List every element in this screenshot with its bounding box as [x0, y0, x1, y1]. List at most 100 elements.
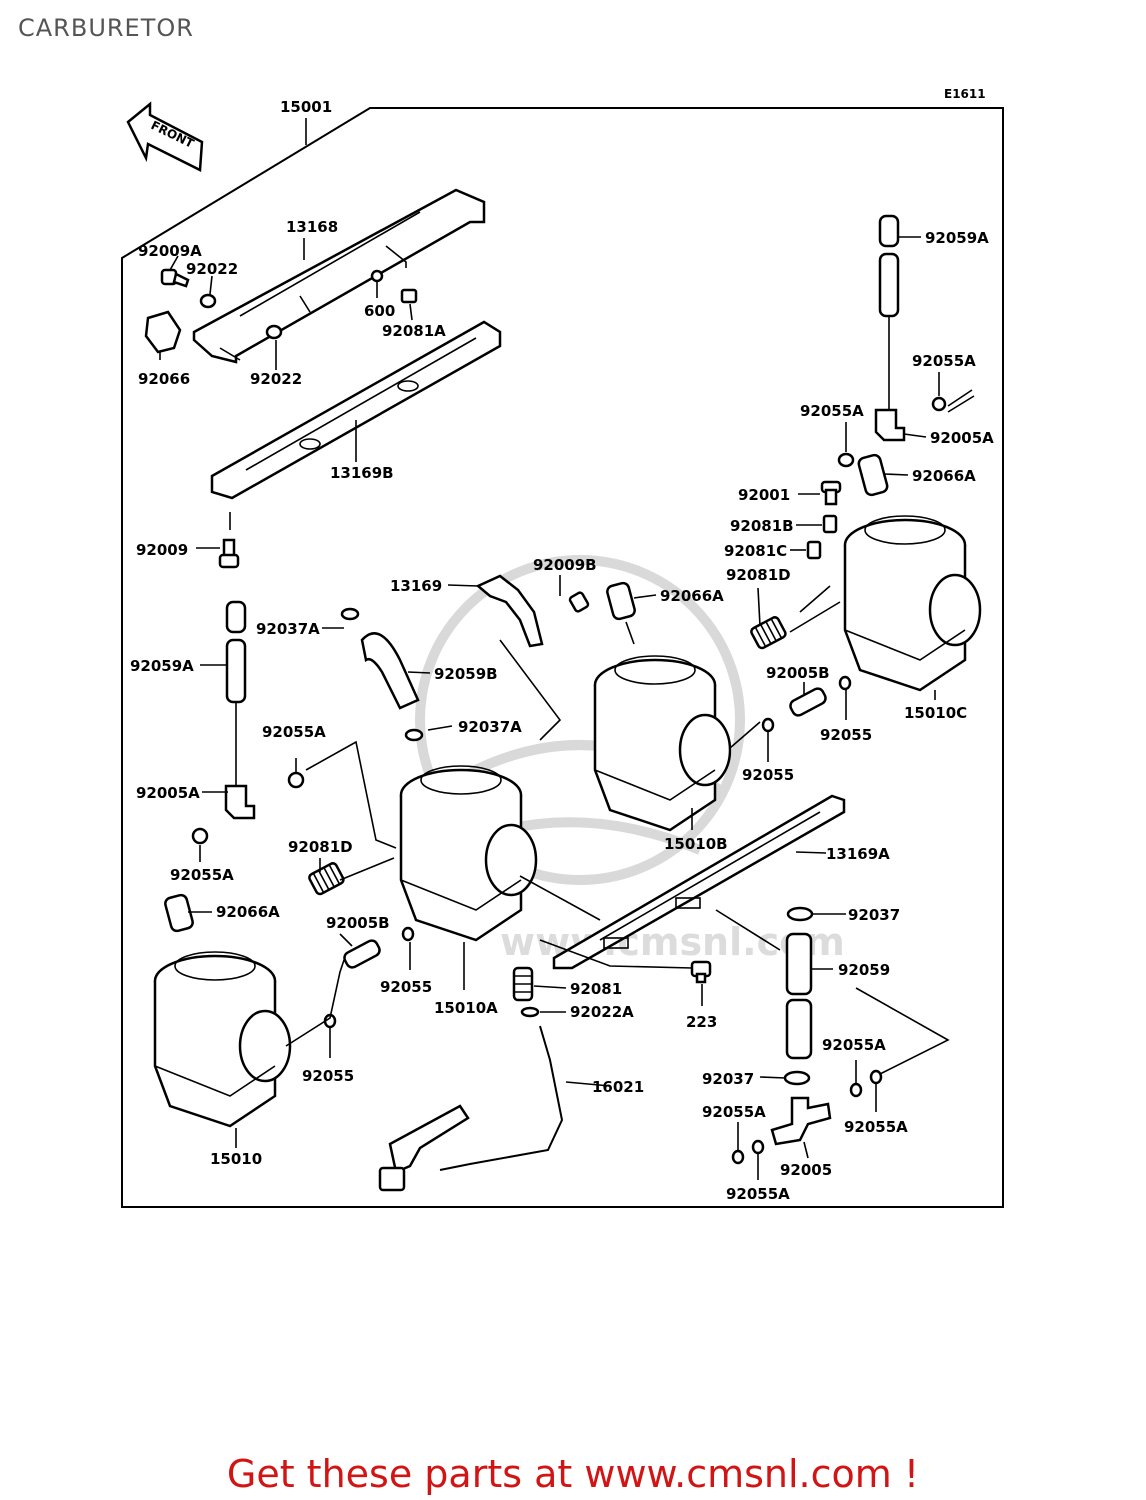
bracket-13169A	[552, 794, 846, 970]
label-92059B: 92059B	[434, 665, 498, 683]
label-92055-middle: 92055	[742, 766, 794, 784]
tube-92059-lower	[785, 998, 813, 1060]
carburetor-15010	[153, 951, 292, 1128]
label-16021: 16021	[592, 1078, 644, 1096]
label-92055A-bottom-4: 92055A	[726, 1185, 790, 1203]
screw-92001	[820, 480, 842, 506]
label-92022-top: 92022	[186, 260, 238, 278]
label-92009: 92009	[136, 541, 188, 559]
label-92055-center: 92055	[380, 978, 432, 996]
label-92055A-right-top: 92055A	[912, 352, 976, 370]
label-92066A-right: 92066A	[912, 467, 976, 485]
label-92005A-right: 92005A	[930, 429, 994, 447]
bracket-13169	[475, 574, 544, 648]
ball-600	[370, 269, 384, 283]
tube-92005B-right	[789, 687, 827, 717]
exploded-parts-diagram: www.cmsnl.com FRONT	[121, 87, 1004, 1208]
front-arrow: FRONT	[126, 101, 204, 172]
tube-92059A-left	[225, 638, 247, 704]
tube-92059	[785, 932, 813, 996]
label-92081B: 92081B	[730, 517, 794, 535]
label-92037-bottom: 92037	[702, 1070, 754, 1088]
label-92066: 92066	[138, 370, 190, 388]
tube-92059A-left-top	[225, 600, 247, 634]
label-92022A: 92022A	[570, 1003, 634, 1021]
label-92037A-bottom: 92037A	[458, 718, 522, 736]
screw-92009B	[568, 591, 590, 613]
label-92005A-left: 92005A	[136, 784, 200, 802]
label-92081: 92081	[570, 980, 622, 998]
label-15010A: 15010A	[434, 999, 498, 1017]
label-13169A: 13169A	[826, 845, 890, 863]
leader-lines	[159, 118, 975, 1180]
fitting-92005A-left	[224, 784, 256, 820]
bolt-223	[690, 960, 712, 984]
carburetor-15010B	[593, 655, 732, 832]
assembly-frame	[121, 107, 1004, 1208]
label-92081D-right: 92081D	[726, 566, 791, 584]
label-92059A-right: 92059A	[925, 229, 989, 247]
screw-92009A	[160, 268, 190, 288]
tube-92066A-mid	[606, 581, 636, 621]
o-ring-washers	[191, 293, 947, 1165]
tube-92066A-left	[164, 893, 194, 933]
label-92055A-bottom-3: 92055A	[844, 1118, 908, 1136]
screw-92009	[218, 538, 240, 569]
diagram-code: E1611	[944, 87, 986, 101]
label-92022-bottom: 92022	[250, 370, 302, 388]
label-92009B: 92009B	[533, 556, 597, 574]
label-13169: 13169	[390, 577, 442, 595]
label-92059: 92059	[838, 961, 890, 979]
label-13169B: 13169B	[330, 464, 394, 482]
part-labels: 15001 13168 92009A 92022 92066 92022 600…	[130, 98, 994, 1203]
label-92081C: 92081C	[724, 542, 787, 560]
label-15001: 15001	[280, 98, 332, 116]
label-15010: 15010	[210, 1150, 262, 1168]
label-15010C: 15010C	[904, 704, 967, 722]
tube-92059A-right-top	[878, 214, 900, 248]
page-title: CARBURETOR	[18, 14, 194, 42]
tube-92066A-right	[857, 453, 889, 497]
label-92059A-left: 92059A	[130, 657, 194, 675]
screw-92081A	[400, 288, 418, 304]
carburetor-15010A	[399, 765, 538, 942]
screw-92081B	[822, 514, 838, 534]
label-92005B-right: 92005B	[766, 664, 830, 682]
label-92055A-bottom-2: 92055A	[702, 1103, 766, 1121]
cap-92066	[144, 310, 182, 354]
label-92005B-left: 92005B	[326, 914, 390, 932]
label-92009A: 92009A	[138, 242, 202, 260]
label-92037A-top: 92037A	[256, 620, 320, 638]
label-92055-right: 92055	[820, 726, 872, 744]
label-92001: 92001	[738, 486, 790, 504]
label-223: 223	[686, 1013, 717, 1031]
label-92055A-right: 92055A	[800, 402, 864, 420]
spring-92081D-left	[308, 862, 345, 896]
tube-92059A-right	[878, 252, 900, 318]
carburetor-15010C	[843, 515, 982, 692]
screw-92081C	[806, 540, 822, 560]
throttle-cable-16021	[378, 1025, 564, 1192]
label-92055A-left: 92055A	[262, 723, 326, 741]
fitting-92005	[770, 1096, 832, 1146]
fitting-92005A-right	[874, 408, 906, 442]
hose-92059B	[360, 632, 420, 710]
label-92066A-middle: 92066A	[660, 587, 724, 605]
bracket-13168	[192, 188, 486, 364]
label-92037: 92037	[848, 906, 900, 924]
label-92081D-left: 92081D	[288, 838, 353, 856]
label-92066A-left: 92066A	[216, 903, 280, 921]
label-13168: 13168	[286, 218, 338, 236]
label-92055A-left-bottom: 92055A	[170, 866, 234, 884]
spring-92081	[512, 966, 534, 1002]
tube-92005B-left	[343, 939, 381, 969]
shop-link-banner[interactable]: Get these parts at www.cmsnl.com !	[226, 1452, 920, 1496]
spring-92081D-right	[750, 616, 787, 650]
label-92081A: 92081A	[382, 322, 446, 340]
label-600: 600	[364, 302, 395, 320]
plate-13169B	[210, 320, 502, 500]
label-92055A-bottom-1: 92055A	[822, 1036, 886, 1054]
label-15010B: 15010B	[664, 835, 728, 853]
label-92005: 92005	[780, 1161, 832, 1179]
label-92055-left: 92055	[302, 1067, 354, 1085]
